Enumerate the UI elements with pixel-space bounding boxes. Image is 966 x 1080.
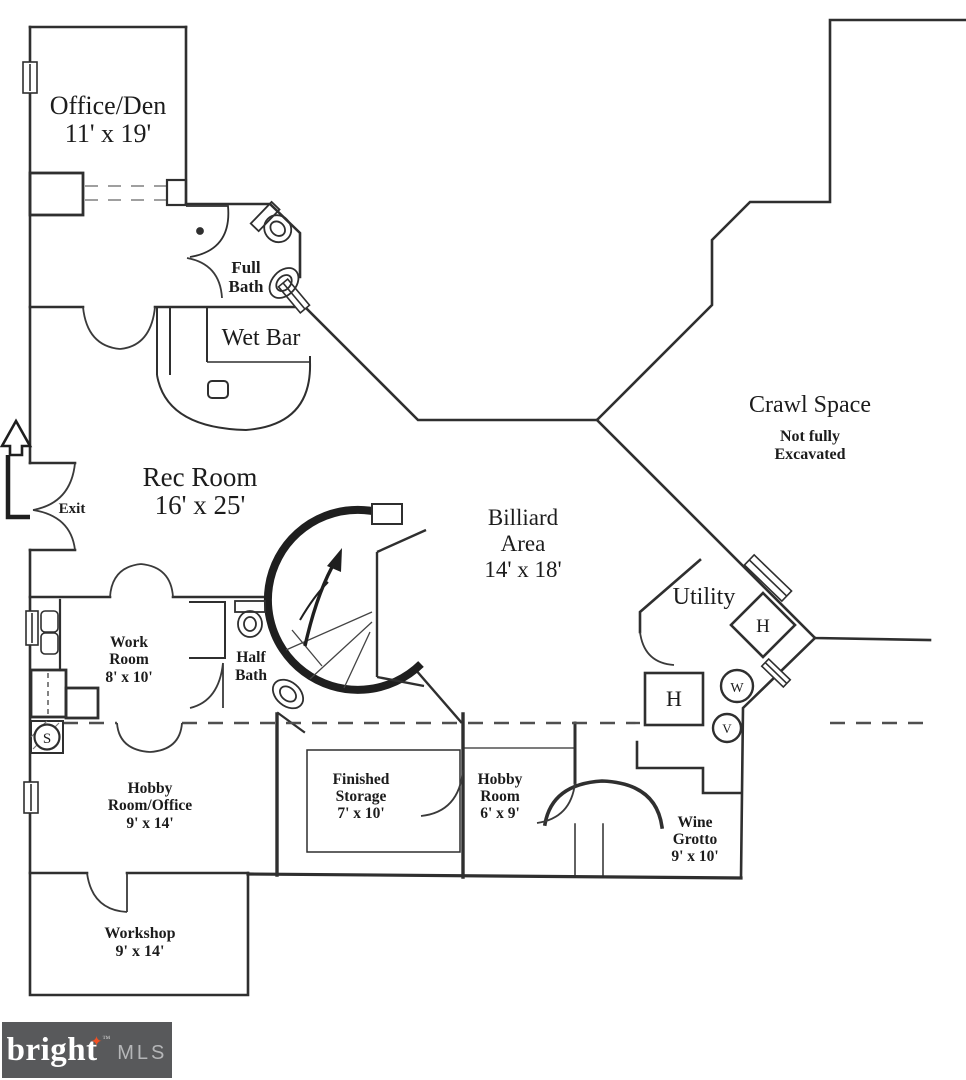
label-exit: Exit <box>59 501 86 517</box>
laundry-tub-icon <box>40 610 59 633</box>
logo-star-icon: ✦ <box>90 1035 103 1050</box>
svg-text:9' x 14': 9' x 14' <box>126 815 173 832</box>
sink-icon <box>271 678 305 710</box>
svg-text:14' x 18': 14' x 18' <box>484 557 561 582</box>
label-office-den-dims: 11' x 19' <box>65 119 151 148</box>
svg-text:9' x 14': 9' x 14' <box>116 943 165 960</box>
bar-sink-icon <box>207 380 229 399</box>
sink-icon <box>268 267 300 299</box>
label-finished-storage: Finished <box>333 771 390 788</box>
label-full-bath: Full <box>231 258 261 277</box>
water-heater-icon <box>719 668 755 704</box>
svg-text:H: H <box>666 686 682 711</box>
svg-text:6' x 9': 6' x 9' <box>480 805 520 822</box>
spiral-staircase <box>263 503 427 694</box>
ceiling-beam-lines <box>85 185 168 201</box>
logo-brand-text: bright <box>6 1031 98 1068</box>
svg-text:Storage: Storage <box>336 788 387 805</box>
interior-walls <box>58 598 742 879</box>
utility-fixtures: H H W V <box>666 591 797 744</box>
svg-text:Grotto: Grotto <box>673 831 718 848</box>
svg-text:Room/Office: Room/Office <box>108 797 192 814</box>
svg-text:8' x 10': 8' x 10' <box>105 669 152 686</box>
counter-icon <box>64 686 100 720</box>
exit-arrow-icon <box>0 418 33 520</box>
svg-text:S: S <box>43 731 51 747</box>
svg-text:Bath: Bath <box>235 667 267 684</box>
exterior-walls <box>28 18 966 997</box>
svg-text:16' x 25': 16' x 25' <box>155 490 246 520</box>
laundry-fixtures <box>29 610 100 720</box>
shower-icon <box>186 205 230 258</box>
svg-text:V: V <box>722 721 732 736</box>
svg-text:Bath: Bath <box>229 277 265 296</box>
laundry-tub-icon <box>40 632 59 655</box>
svg-text:Area: Area <box>501 531 546 556</box>
svg-text:7' x 10': 7' x 10' <box>337 805 384 822</box>
door-swings <box>32 257 675 913</box>
half-bath-fixtures <box>234 600 305 710</box>
full-bath-fixtures <box>186 200 300 299</box>
window-bath-diagonal <box>277 277 311 315</box>
label-workshop: Workshop <box>104 925 175 942</box>
stairs-up-arrow-icon <box>299 548 342 647</box>
stair-treads <box>285 611 373 689</box>
sump-pump-icon: S <box>30 720 64 754</box>
window-crawl-diagonal <box>743 553 793 603</box>
wet-bar-counter <box>156 307 312 432</box>
window-hobby-office <box>23 781 39 814</box>
label-hobby-room: Hobby <box>478 771 523 788</box>
toilet-icon <box>249 200 293 244</box>
label-half-bath: Half <box>236 649 266 666</box>
vent-icon <box>711 712 743 744</box>
label-hobby-office: Hobby <box>128 780 173 797</box>
label-rec-room: Rec Room <box>143 462 258 492</box>
office-closet <box>28 171 188 217</box>
label-billiard: Billiard <box>488 505 559 530</box>
svg-text:9' x 10': 9' x 10' <box>671 848 718 865</box>
windows <box>22 61 793 814</box>
window-office <box>22 61 38 94</box>
window-laundry <box>25 610 39 646</box>
room-labels: Office/Den 11' x 19' Full Bath Wet Bar C… <box>50 91 871 960</box>
svg-text:Not fully: Not fully <box>780 428 840 445</box>
heater-icon <box>729 591 797 659</box>
label-office-den: Office/Den <box>50 91 166 120</box>
label-wet-bar: Wet Bar <box>222 325 301 351</box>
label-utility: Utility <box>673 584 736 610</box>
svg-text:H: H <box>756 616 770 637</box>
svg-text:W: W <box>730 681 744 696</box>
bright-mls-logo: bright ✦ ™ MLS <box>2 1022 172 1078</box>
window-utility-diagonal <box>760 657 792 689</box>
logo-trademark: ™ <box>102 1034 111 1043</box>
svg-text:Excavated: Excavated <box>774 446 845 463</box>
toilet-icon <box>234 600 266 638</box>
label-wine-grotto: Wine <box>677 814 712 831</box>
logo-mls-text: MLS <box>117 1042 168 1064</box>
label-work-room: Work <box>110 634 148 651</box>
svg-text:Room: Room <box>109 651 149 668</box>
label-crawl-space: Crawl Space <box>749 392 871 418</box>
svg-text:Room: Room <box>480 788 520 805</box>
